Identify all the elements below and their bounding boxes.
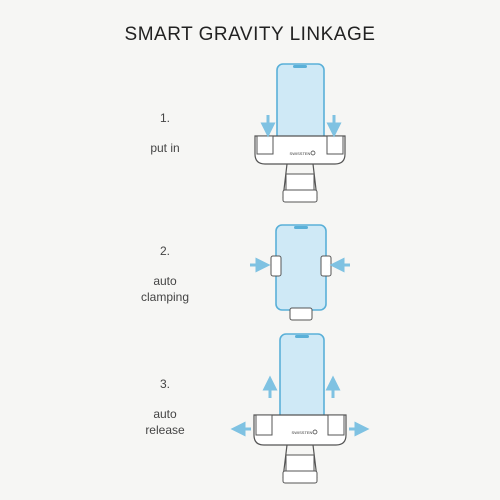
vent-clip	[282, 470, 318, 484]
step-2: 2. auto clamping	[100, 243, 230, 305]
step-3: 3. auto release	[100, 376, 230, 438]
right-arm	[327, 414, 345, 436]
phone-step-2	[275, 224, 327, 311]
step-2-label: auto clamping	[140, 274, 190, 304]
cradle-base	[253, 414, 347, 446]
holder-step-2	[250, 224, 350, 321]
brand-logo: SWISSTEN	[290, 151, 311, 156]
left-clamp	[270, 255, 282, 277]
holder-step-3: SWISSTEN	[230, 333, 370, 484]
brand-dot	[312, 429, 318, 435]
step-2-number: 2.	[159, 244, 170, 258]
holder-step-1: SWISSTEN	[254, 63, 346, 203]
phone-notch	[294, 226, 308, 229]
bottom-clip	[289, 307, 313, 321]
step-1: 1. put in	[100, 110, 230, 156]
phone-notch	[293, 65, 307, 68]
step-3-number: 3.	[159, 377, 170, 391]
page-title: SMART GRAVITY LINKAGE	[124, 24, 376, 45]
vent-clip	[282, 189, 318, 203]
phone-notch	[295, 335, 309, 338]
stand-neck	[285, 173, 315, 191]
cradle-base	[254, 135, 346, 165]
step-3-label: auto release	[145, 407, 185, 437]
left-arm	[255, 414, 273, 436]
step-1-label: put in	[150, 141, 180, 155]
stand-neck	[285, 454, 315, 472]
left-arm	[256, 135, 274, 155]
right-clamp	[320, 255, 332, 277]
right-arm	[326, 135, 344, 155]
brand-logo: SWISSTEN	[292, 430, 313, 435]
brand-dot	[310, 150, 316, 156]
step-1-number: 1.	[159, 111, 170, 125]
